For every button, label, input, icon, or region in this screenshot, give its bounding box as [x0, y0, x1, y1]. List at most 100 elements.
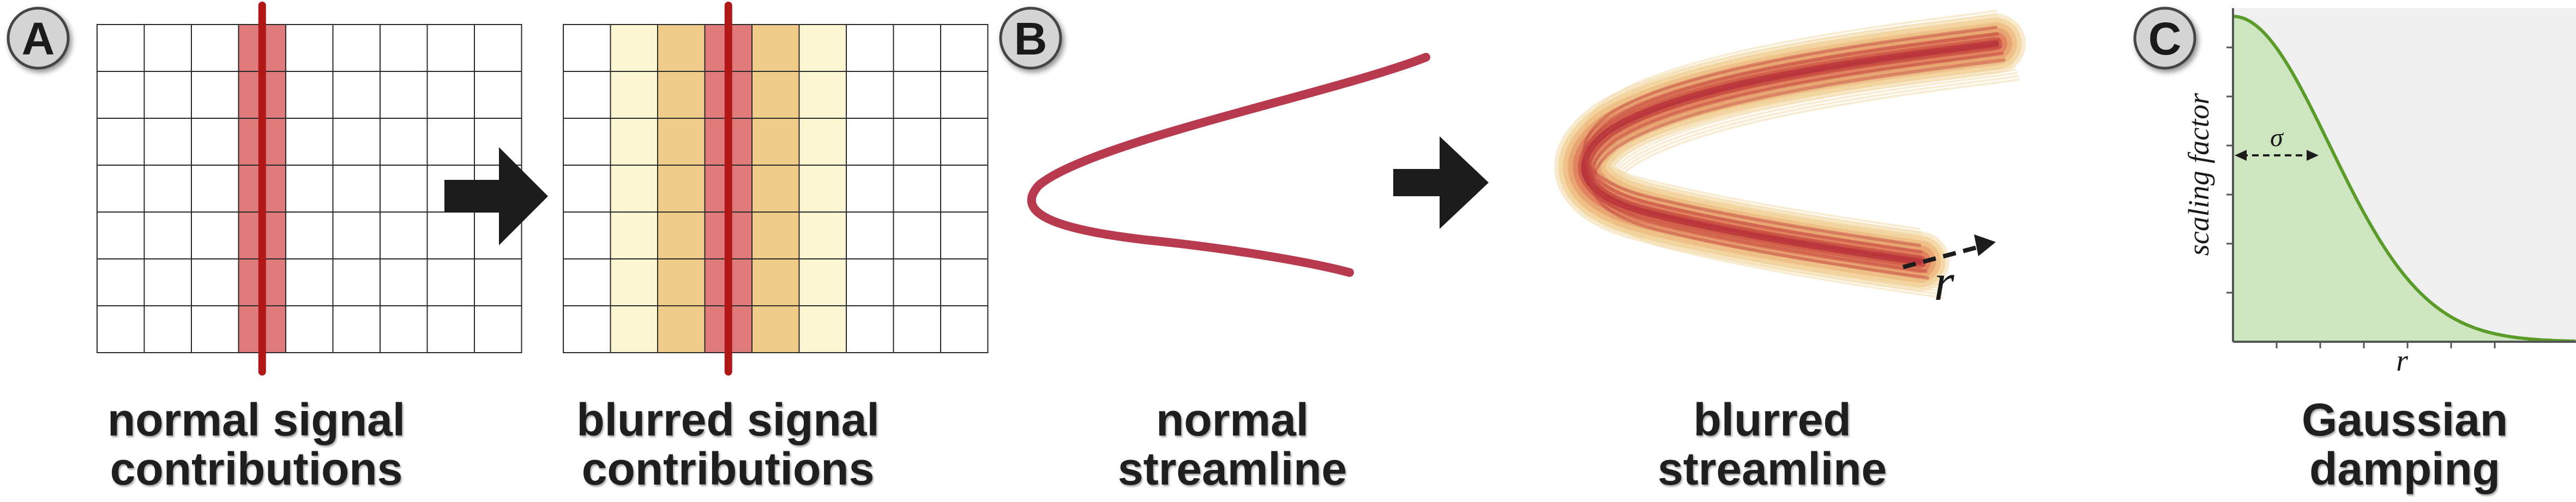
caption-line: normal	[1155, 394, 1309, 445]
grid-cell	[893, 118, 941, 166]
grid-cell	[610, 258, 658, 306]
caption-normal-streamline: normal streamline	[1080, 395, 1385, 493]
sigma-arrow: σ	[2235, 123, 2319, 161]
blurred-signal-grid	[563, 2, 989, 376]
grid-cell	[940, 165, 989, 213]
blur-strand	[1584, 32, 1999, 253]
grid-cell	[610, 305, 658, 353]
grid-cell	[893, 165, 941, 213]
grid-cell	[798, 118, 847, 166]
caption-line: streamline	[1117, 443, 1347, 494]
caption-gaussian: Gaussian damping	[2252, 395, 2557, 493]
grid-cell	[191, 305, 239, 353]
grid-cell	[563, 258, 611, 306]
grid-cell	[610, 24, 658, 72]
grid-cell	[893, 24, 941, 72]
blur-strand	[1582, 26, 1997, 247]
grid-cell	[97, 71, 145, 119]
grid-cell	[751, 71, 800, 119]
grid-cell	[332, 118, 381, 166]
grid-cell	[846, 211, 894, 259]
grid-cell	[657, 305, 706, 353]
radius-label: r	[1934, 253, 1954, 311]
grid-cell	[798, 165, 847, 213]
sigma-label: σ	[2270, 123, 2284, 152]
grid-cell	[380, 258, 428, 306]
grid-cell	[474, 71, 522, 119]
grid-cell	[332, 258, 381, 306]
blur-layer	[1581, 40, 1999, 265]
grid-cell	[846, 24, 894, 72]
grid-cell	[563, 71, 611, 119]
grid-cell	[380, 118, 428, 166]
grid-cell	[191, 258, 239, 306]
caption-blurred-signal: blurred signal contributions	[518, 395, 938, 493]
caption-blurred-streamline: blurred streamline	[1630, 395, 1914, 493]
grid-cell	[143, 211, 192, 259]
grid-cell	[751, 118, 800, 166]
grid-cell	[474, 24, 522, 72]
badge-a-label: A	[22, 13, 55, 64]
grid-cell	[97, 165, 145, 213]
grid-cell	[143, 305, 192, 353]
grid-cell	[657, 211, 706, 259]
grid-cell	[610, 211, 658, 259]
grid-cell	[285, 24, 334, 72]
caption-normal-signal: normal signal contributions	[65, 395, 447, 493]
grid-cell	[798, 24, 847, 72]
grid-cell	[657, 71, 706, 119]
grid-cell	[380, 165, 428, 213]
right-arrow-icon	[1393, 136, 1489, 229]
blur-strand	[1591, 58, 2006, 280]
grid-cell	[563, 118, 611, 166]
grid-cell	[332, 165, 381, 213]
grid-cell	[143, 118, 192, 166]
grid-cell	[426, 305, 475, 353]
grid-cell	[751, 258, 800, 306]
badge-b: B	[999, 7, 1062, 70]
grid-cell	[426, 258, 475, 306]
caption-line: blurred	[1693, 394, 1851, 445]
grid-cell	[893, 71, 941, 119]
grid-cell	[474, 305, 522, 353]
axis-ticks	[2226, 46, 2496, 348]
grid-cell	[285, 211, 334, 259]
grid-cell	[143, 71, 192, 119]
right-arrow-icon	[444, 147, 548, 245]
grid-cell	[97, 24, 145, 72]
caption-line: streamline	[1657, 443, 1887, 494]
grid-cell	[332, 305, 381, 353]
grid-cell	[285, 258, 334, 306]
grid-cell	[657, 24, 706, 72]
grid-cell	[751, 165, 800, 213]
gaussian-plot: σ scaling factor r	[2182, 8, 2576, 378]
blur-strand	[1587, 45, 2002, 267]
grid-cell	[332, 24, 381, 72]
grid-cell	[751, 305, 800, 353]
grid-cell	[97, 118, 145, 166]
grid-cell	[285, 165, 334, 213]
grid-cell	[610, 71, 658, 119]
grid-cell	[940, 211, 989, 259]
grid-cell	[97, 305, 145, 353]
blur-strand	[1589, 52, 2004, 273]
grid-cell	[474, 118, 522, 166]
grid-cell	[426, 211, 475, 259]
grid-cell	[846, 118, 894, 166]
grid-cell	[563, 24, 611, 72]
grid-cell	[798, 258, 847, 306]
badge-c: C	[2133, 7, 2196, 70]
grid-cell	[426, 118, 475, 166]
grid-cell	[563, 211, 611, 259]
blur-strand	[1586, 39, 2001, 260]
grid-cell	[846, 305, 894, 353]
caption-line: blurred signal	[576, 394, 880, 445]
y-axis-label: scaling factor	[2182, 93, 2215, 256]
grid-cell	[563, 165, 611, 213]
grid-cell	[474, 258, 522, 306]
grid-cell	[426, 71, 475, 119]
grid-cell	[380, 211, 428, 259]
caption-line: contributions	[110, 443, 403, 494]
grid-cell	[798, 211, 847, 259]
